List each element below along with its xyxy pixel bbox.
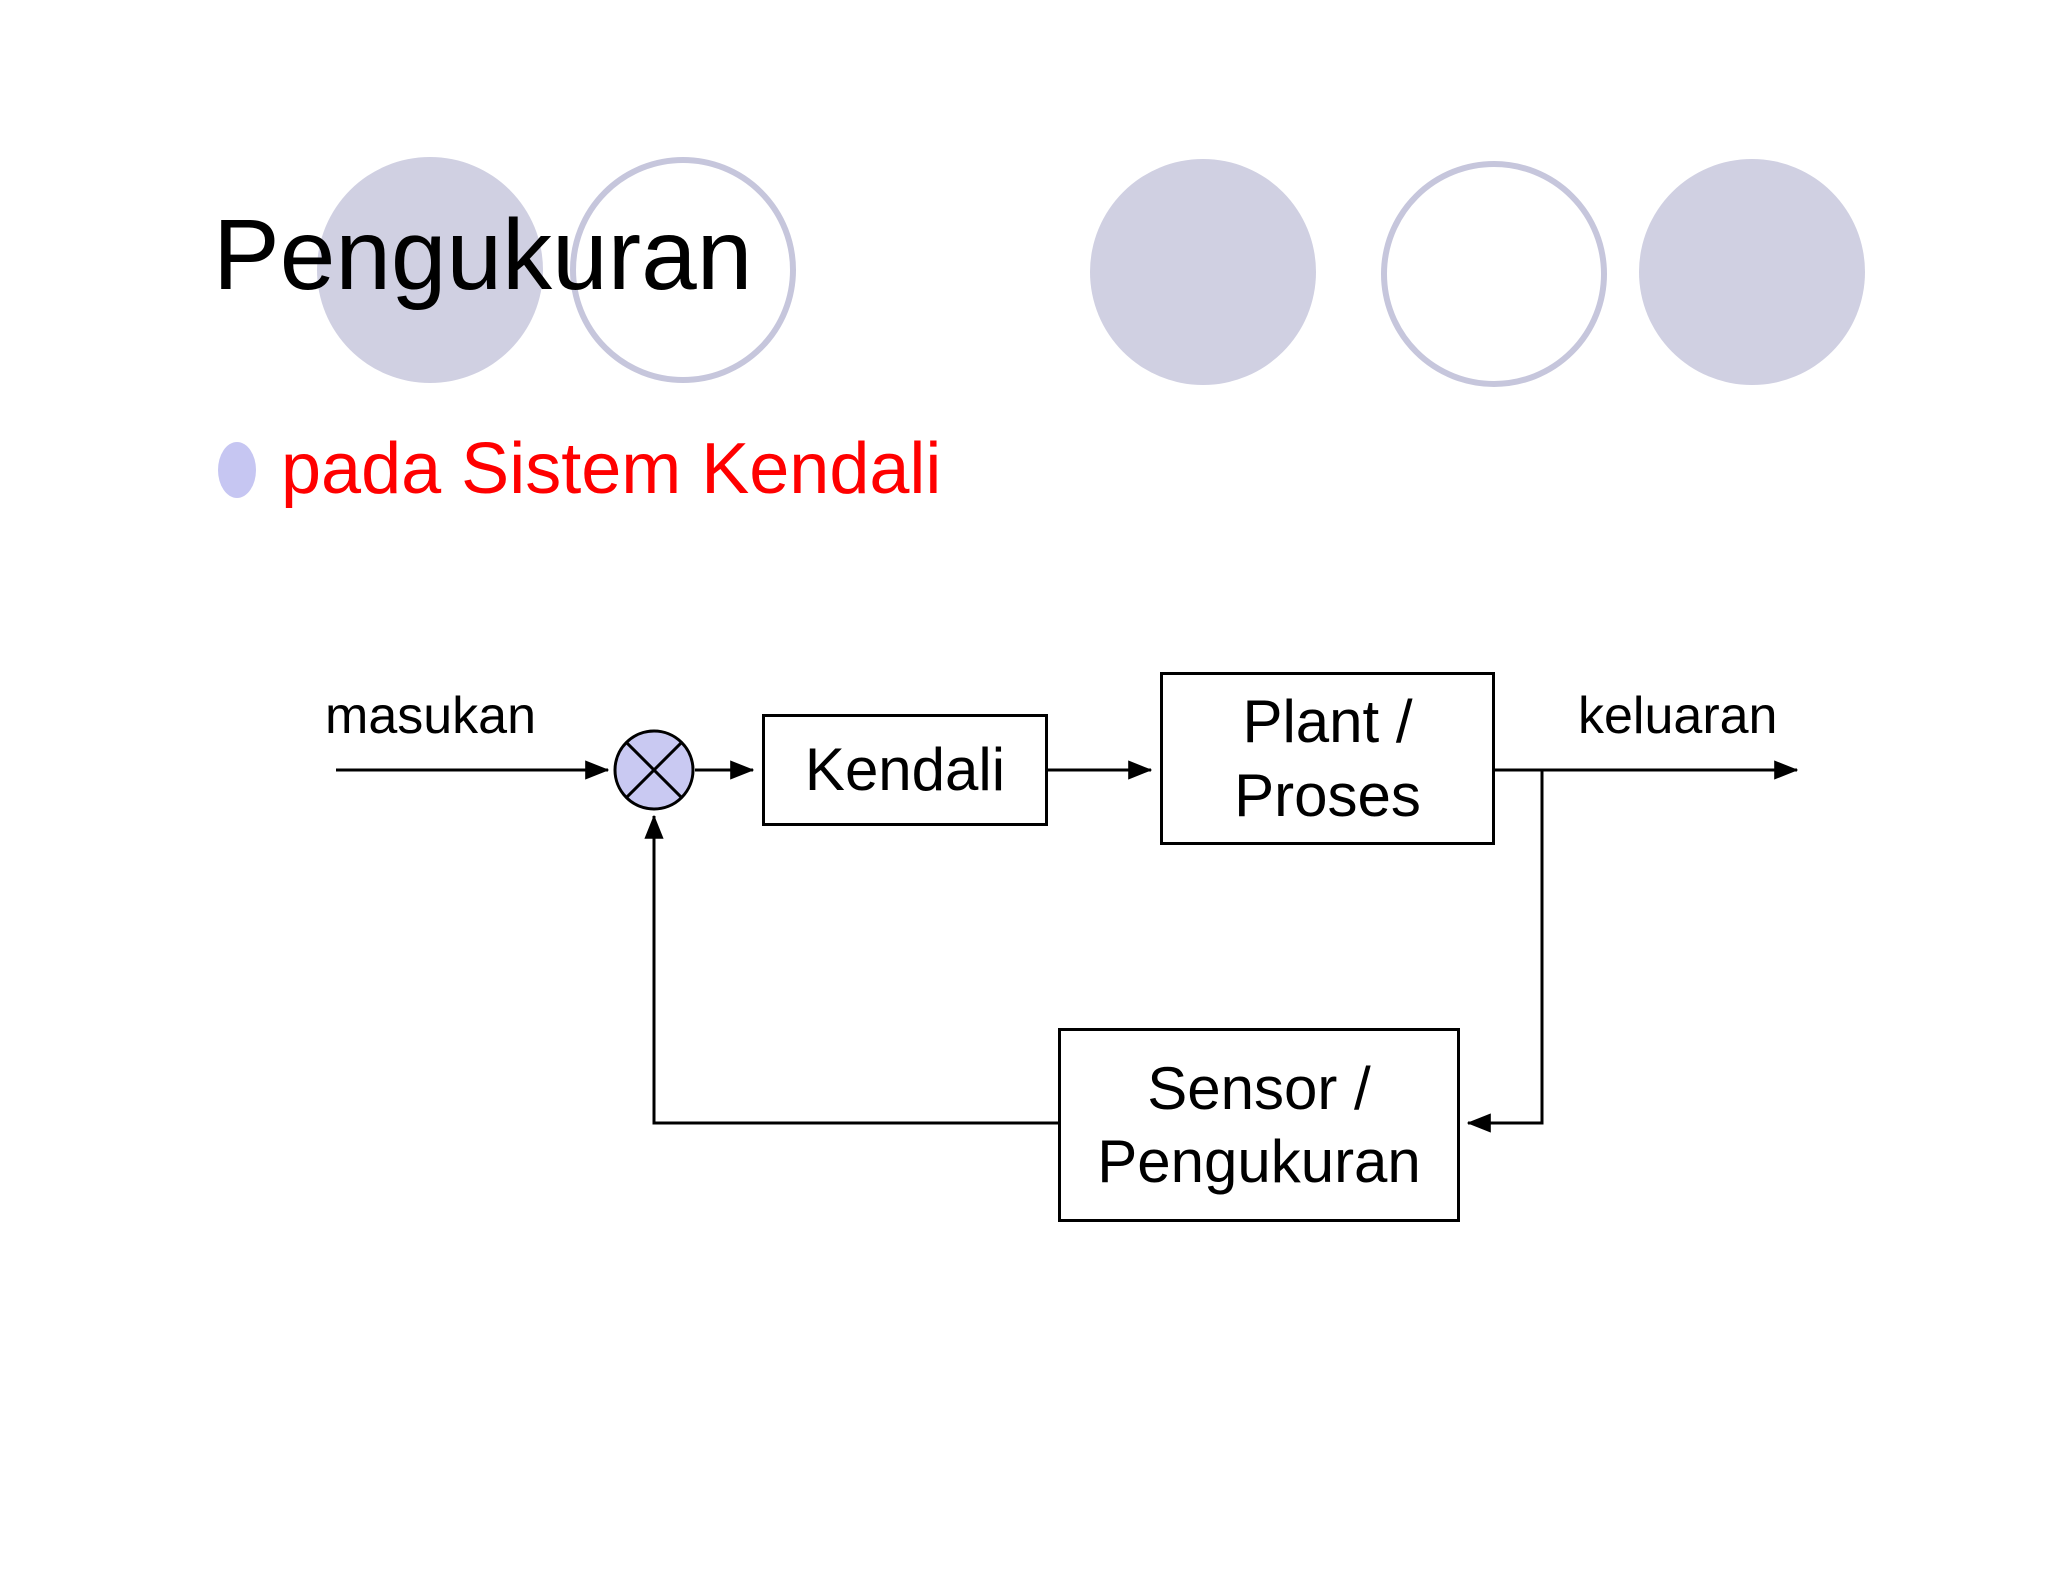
decor-circle-outline-2 bbox=[1381, 161, 1607, 387]
bullet-icon bbox=[218, 442, 256, 498]
slide-title: Pengukuran bbox=[213, 199, 753, 311]
plant-block-label-line1: Plant / bbox=[1242, 688, 1413, 756]
decor-circle-filled-3 bbox=[1639, 159, 1865, 385]
controller-block: Kendali bbox=[762, 714, 1048, 826]
bullet-text: pada Sistem Kendali bbox=[281, 429, 942, 509]
decor-circle-filled-1 bbox=[317, 157, 543, 383]
output-label: keluaran bbox=[1578, 687, 1778, 745]
controller-block-label: Kendali bbox=[804, 736, 1006, 804]
plant-block: Plant / Proses bbox=[1160, 672, 1495, 845]
decor-circle-outline-1 bbox=[570, 157, 796, 383]
summing-junction-icon bbox=[613, 729, 695, 811]
feedback-takeoff-path bbox=[1466, 770, 1544, 1133]
sensor-block-label-line1: Sensor / bbox=[1147, 1054, 1371, 1122]
plant-block-label-line2: Proses bbox=[1234, 761, 1421, 829]
sensor-block-label-line2: Pengukuran bbox=[1097, 1128, 1421, 1195]
feedback-return-path bbox=[644, 814, 1058, 1125]
sensor-block: Sensor / Pengukuran bbox=[1058, 1028, 1460, 1222]
decor-circle-filled-2 bbox=[1090, 159, 1316, 385]
input-label: masukan bbox=[325, 687, 536, 745]
